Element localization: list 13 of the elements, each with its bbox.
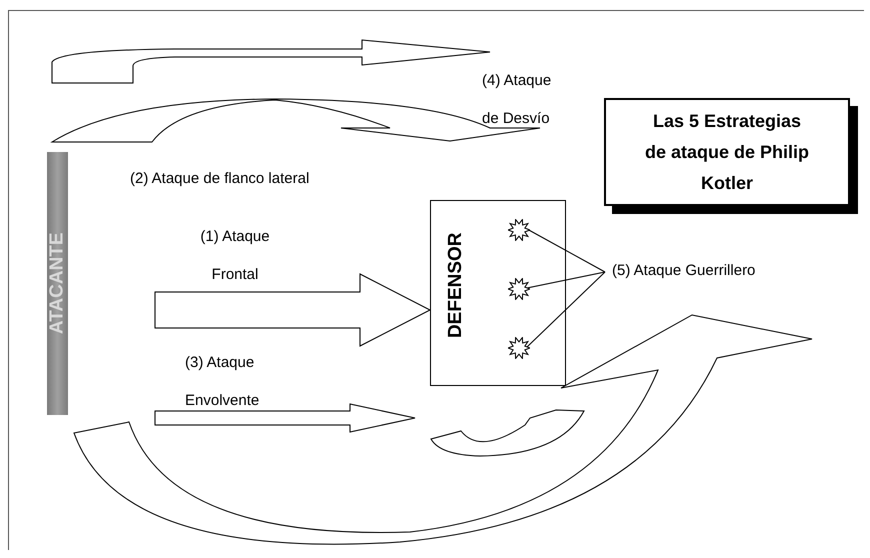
text-label: (5) Ataque Guerrillero bbox=[612, 260, 812, 284]
attack-label: (2) Ataque de flanco lateral bbox=[130, 169, 310, 189]
defender-box: DEFENSOR bbox=[430, 200, 566, 386]
attack-label: (3) Ataque Envolvente bbox=[185, 353, 260, 411]
attack-label: (4) Ataque de Desvío bbox=[482, 71, 552, 129]
leader-line bbox=[526, 272, 606, 348]
edge-label: (1) Ataque Frontal bbox=[199, 227, 271, 285]
leader-line bbox=[526, 272, 606, 288]
burst-icon bbox=[508, 219, 530, 241]
burst-icon bbox=[508, 337, 530, 359]
attacker-bar: ATACANTE bbox=[47, 152, 68, 415]
block-arrow bbox=[154, 273, 432, 347]
burst-icon bbox=[508, 278, 530, 300]
